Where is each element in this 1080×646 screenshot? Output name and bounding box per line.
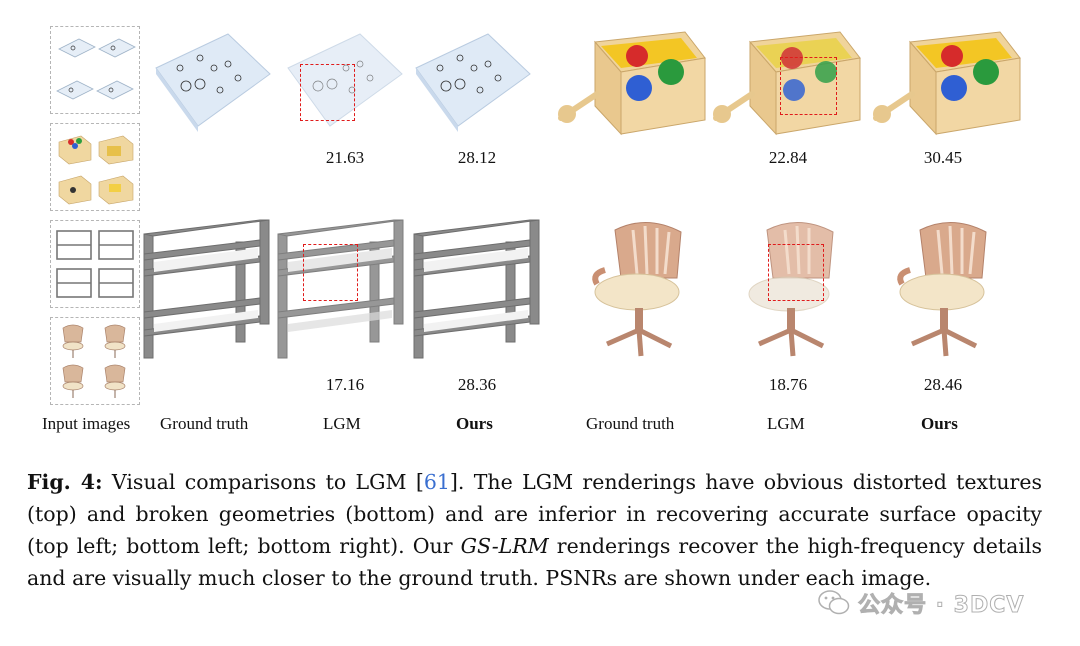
highlight-box-chair-lgm [768, 244, 824, 301]
psnr-bunkbed-ours: 28.36 [457, 375, 497, 394]
column-label-ground-truth-right: Ground truth [586, 414, 675, 433]
render-chair-lgm [737, 214, 852, 366]
wechat-icon [818, 590, 850, 615]
psnr-tablecloth-ours: 28.12 [457, 148, 497, 167]
psnr-bunkbed-lgm: 17.16 [325, 375, 365, 394]
column-label-lgm-right: LGM [767, 414, 805, 433]
render-bunkbed-ours [408, 212, 548, 366]
input-thumbnail-bunkbed [50, 220, 140, 308]
caption-text-2: ]. The LGM renderings have obvious disto… [27, 470, 1042, 558]
highlight-box-toybox-lgm [780, 57, 837, 115]
psnr-chair-ours: 28.46 [923, 375, 963, 394]
caption-text-1: Visual comparisons to LGM [ [102, 470, 424, 494]
psnr-toybox-lgm: 22.84 [768, 148, 808, 167]
psnr-tablecloth-lgm: 21.63 [325, 148, 365, 167]
render-tablecloth-ground-truth [150, 28, 274, 142]
render-tablecloth-lgm [282, 28, 406, 142]
column-label-ours-right: Ours [921, 414, 958, 433]
highlight-box-bunkbed-lgm [303, 244, 358, 301]
figure-caption: Fig. 4: Visual comparisons to LGM [61]. … [27, 466, 1042, 594]
input-thumbnail-chair [50, 317, 140, 405]
render-toybox-ours [870, 24, 1026, 148]
column-label-input-images: Input images [42, 414, 131, 433]
render-bunkbed-lgm [272, 212, 412, 366]
caption-figure-label: Fig. 4: [27, 470, 103, 494]
render-toybox-lgm [710, 24, 866, 148]
input-thumbnail-toybox [50, 123, 140, 211]
highlight-box-tablecloth-lgm [300, 64, 355, 121]
render-chair-ours [890, 214, 1005, 366]
render-bunkbed-ground-truth [138, 212, 278, 366]
watermark-text: 公众号 · 3DCV [857, 593, 1025, 619]
caption-reference-link[interactable]: 61 [423, 470, 450, 494]
caption-method-name: GS-LRM [460, 534, 549, 558]
render-chair-ground-truth [585, 214, 700, 366]
input-thumbnail-tablecloth [50, 26, 140, 114]
psnr-chair-lgm: 18.76 [768, 375, 808, 394]
render-toybox-ground-truth [555, 24, 711, 148]
column-label-ground-truth-left: Ground truth [160, 414, 249, 433]
psnr-toybox-ours: 30.45 [923, 148, 963, 167]
render-tablecloth-ours [410, 28, 534, 142]
watermark: 公众号 · 3DCV [818, 586, 1058, 620]
column-label-lgm-left: LGM [323, 414, 361, 433]
caption-text-3: renderings recover the high-frequency de… [27, 534, 1042, 590]
column-label-ours-left: Ours [456, 414, 493, 433]
